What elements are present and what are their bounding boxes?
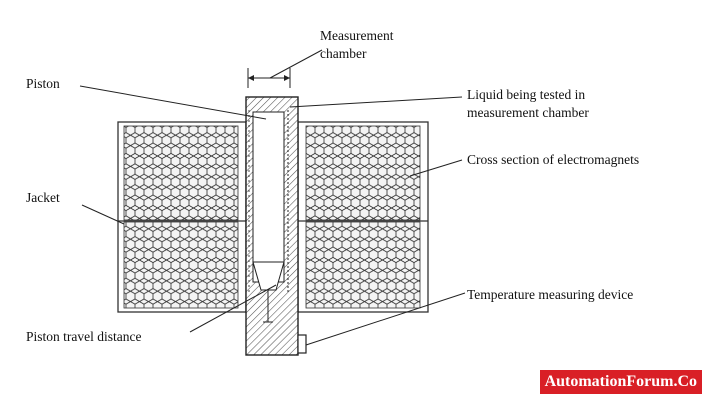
label-jacket: Jacket	[26, 190, 60, 205]
label-piston: Piston	[26, 76, 60, 91]
chamber-width-marker	[247, 49, 323, 88]
measurement-chamber-tube	[245, 96, 299, 356]
temperature-sensor	[297, 334, 307, 354]
label-temperature-device: Temperature measuring device	[467, 287, 634, 302]
label-electromagnets: Cross section of electromagnets	[467, 152, 640, 167]
right-electromagnet	[297, 121, 429, 313]
label-measurement-chamber-2: chamber	[320, 46, 367, 61]
label-liquid-2: measurement chamber	[467, 105, 589, 120]
label-piston-travel: Piston travel distance	[26, 329, 142, 344]
left-electromagnet	[117, 121, 247, 313]
watermark-badge: AutomationForum.Co	[539, 370, 702, 394]
leader-lines	[79, 85, 466, 346]
label-liquid-1: Liquid being tested in	[467, 87, 586, 102]
label-measurement-chamber-1: Measurement	[320, 28, 394, 43]
